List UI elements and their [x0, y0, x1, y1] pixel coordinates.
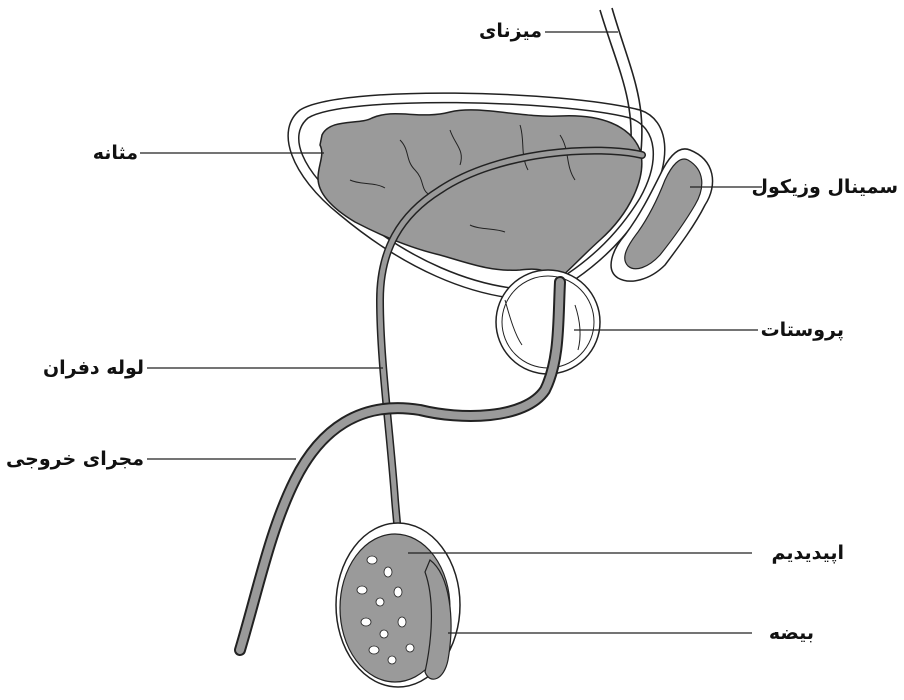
label-ureter: میزنای [478, 20, 542, 42]
label-vas-deferens: لوله دفران [32, 357, 144, 379]
label-bladder: مثانه [76, 142, 138, 164]
testis-drawing [336, 523, 460, 687]
label-seminal-vesicle: سمینال وزیکول [764, 176, 898, 198]
bladder-body [318, 110, 642, 282]
prostate-drawing [496, 270, 600, 374]
label-testis: بیضه [754, 622, 814, 644]
label-prostate: پروستات [760, 319, 844, 341]
label-epididymis: اپیدیدیم [754, 542, 844, 564]
label-urethra: مجرای خروجی [6, 448, 144, 470]
